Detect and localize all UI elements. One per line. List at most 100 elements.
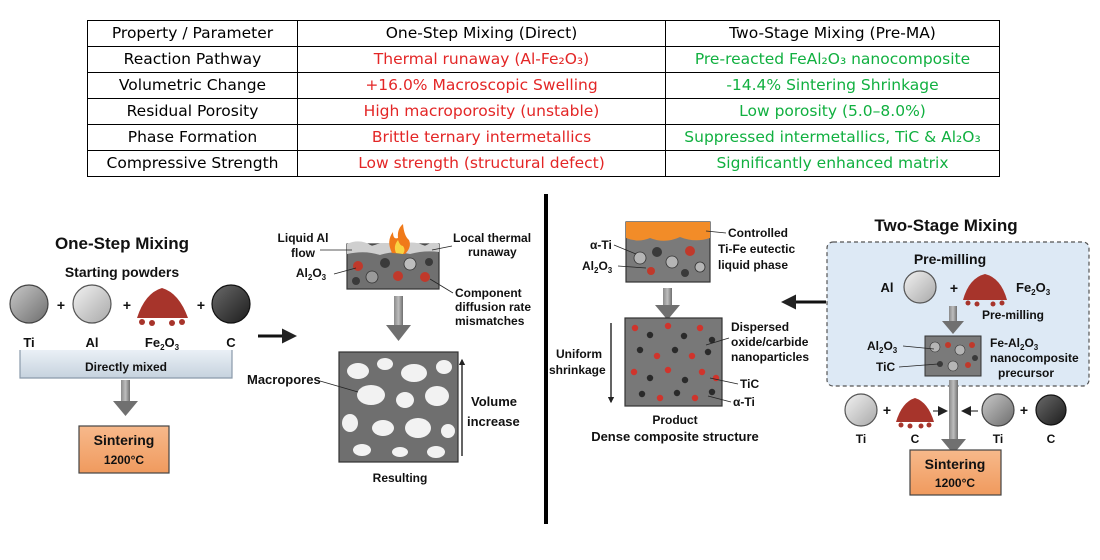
plus-icon: + [197, 297, 205, 313]
al-powder-icon [72, 284, 112, 324]
sintering-box-right [909, 449, 1002, 496]
comparison-table: Property / Parameter One-Step Mixing (Di… [87, 20, 1000, 177]
carbide-nanoparticle [646, 374, 654, 382]
shrinkage-label: shrinkage [549, 363, 606, 377]
down-arrow-icon [655, 305, 680, 320]
carbide-nanoparticle [681, 376, 689, 384]
plus-icon: + [123, 297, 131, 313]
ti-label-bottom: Ti [856, 432, 866, 446]
carbide-nanoparticle [704, 348, 712, 356]
plus-icon: + [883, 402, 891, 418]
cell-one-step: Brittle ternary intermetallics [297, 124, 666, 151]
oxide-nanoparticle [664, 322, 672, 330]
thermal-runaway-block [346, 224, 440, 290]
cell-two-stage: Pre-reacted FeAl₂O₃ nanocomposite [665, 46, 1000, 73]
down-arrow-shaft [663, 288, 672, 306]
fe-al2o3-label: Fe-Al2O3 [990, 336, 1039, 352]
sintering-temp: 1200°C [104, 453, 144, 467]
callout-line [705, 230, 727, 234]
c-powder-icon [1035, 394, 1067, 426]
carbide-nanoparticle [708, 336, 716, 344]
oxide-nanoparticle [696, 324, 704, 332]
table-row: Volumetric Change+16.0% Macroscopic Swel… [87, 72, 1000, 99]
callout-line [613, 244, 637, 255]
mismatch-label: mismatches [455, 314, 525, 328]
cell-one-step: Low strength (structural defect) [297, 150, 666, 177]
c-powder-icon-red [896, 398, 934, 429]
c-label: C [226, 335, 236, 350]
liquid-phase-label: liquid phase [718, 258, 788, 272]
tic-label-mid: TiC [740, 377, 759, 391]
down-arrow-icon [386, 325, 411, 341]
down-arrow-shaft [949, 380, 958, 440]
oxide-nanoparticle [664, 366, 672, 374]
oxide-nanoparticle [630, 368, 638, 376]
cell-property: Compressive Strength [87, 150, 298, 177]
callout-line [333, 267, 357, 275]
nanoparticles-label: nanoparticles [731, 350, 809, 364]
callout-line [431, 245, 453, 251]
cell-property: Reaction Pathway [87, 46, 298, 73]
sintering-label: Sintering [94, 432, 155, 448]
precursor-label: precursor [998, 366, 1054, 380]
cell-property: Residual Porosity [87, 98, 298, 125]
ti-powder-icon-2 [981, 393, 1015, 427]
pre-milling-label-2: Pre-milling [982, 308, 1044, 322]
table-header-row: Property / Parameter One-Step Mixing (Di… [87, 20, 1000, 47]
carbide-nanoparticle [636, 346, 644, 354]
runaway-label: runaway [468, 245, 517, 259]
oxide-nanoparticle [698, 368, 706, 376]
cell-two-stage: Suppressed intermetallics, TiC & Al₂O₃ [665, 124, 1000, 151]
flow-label: flow [291, 246, 316, 260]
down-arrow-shaft [949, 306, 957, 322]
two-stage-title: Two-Stage Mixing [874, 216, 1017, 235]
al2o3-label-mid: Al2O3 [582, 259, 613, 275]
mix-tray [19, 350, 233, 379]
cell-two-stage: Low porosity (5.0–8.0%) [665, 98, 1000, 125]
oxide-nanoparticle [688, 352, 696, 360]
callout-line [319, 380, 359, 393]
ti-powder-icon [9, 284, 49, 324]
eutectic-block [625, 221, 711, 283]
two-stage-panel: α-Ti Al2O3 Controlled Ti-Fe eutectic liq… [549, 216, 1090, 496]
liquid-al-label: Liquid Al [278, 231, 329, 245]
resulting-label: Resulting [373, 471, 428, 485]
ti-powder-icon [844, 393, 878, 427]
dense-composite-label: Dense composite structure [591, 429, 759, 444]
oxide-nanoparticle [691, 394, 699, 402]
pre-milling-label: Pre-milling [914, 251, 986, 267]
porous-structure [338, 351, 459, 463]
alpha-ti-label-mid: α-Ti [733, 395, 755, 409]
macropores-label: Macropores [247, 372, 321, 387]
carbide-nanoparticle [708, 388, 716, 396]
plus-icon: + [950, 280, 958, 296]
alpha-ti-label: α-Ti [590, 238, 612, 252]
callout-line [705, 337, 730, 346]
cell-two-stage: Significantly enhanced matrix [665, 150, 1000, 177]
fe2o3-powder-icon [137, 288, 188, 326]
sintering-label-right: Sintering [925, 456, 986, 472]
uniform-label: Uniform [556, 347, 602, 361]
callout-line [429, 278, 454, 294]
nanocomposite-label: nanocomposite [990, 351, 1079, 365]
al-label-right: Al [881, 280, 894, 295]
carbide-nanoparticle [673, 389, 681, 397]
cell-two-stage: -14.4% Sintering Shrinkage [665, 72, 1000, 99]
one-step-panel: One-Step Mixing Starting powders + + + T… [9, 224, 531, 485]
callout-line [617, 265, 647, 269]
increase-label: increase [467, 414, 520, 429]
header-one-step: One-Step Mixing (Direct) [297, 20, 666, 47]
sintering-temp-right: 1200°C [935, 476, 975, 490]
cell-one-step: +16.0% Macroscopic Swelling [297, 72, 666, 99]
oxide-nanoparticle [653, 352, 661, 360]
sintering-box [78, 425, 170, 474]
c-powder-icon [211, 284, 251, 324]
cell-one-step: Thermal runaway (Al-Fe₂O₃) [297, 46, 666, 73]
cell-property: Phase Formation [87, 124, 298, 151]
dispersed-label: Dispersed [731, 320, 789, 334]
carbide-nanoparticle [671, 346, 679, 354]
